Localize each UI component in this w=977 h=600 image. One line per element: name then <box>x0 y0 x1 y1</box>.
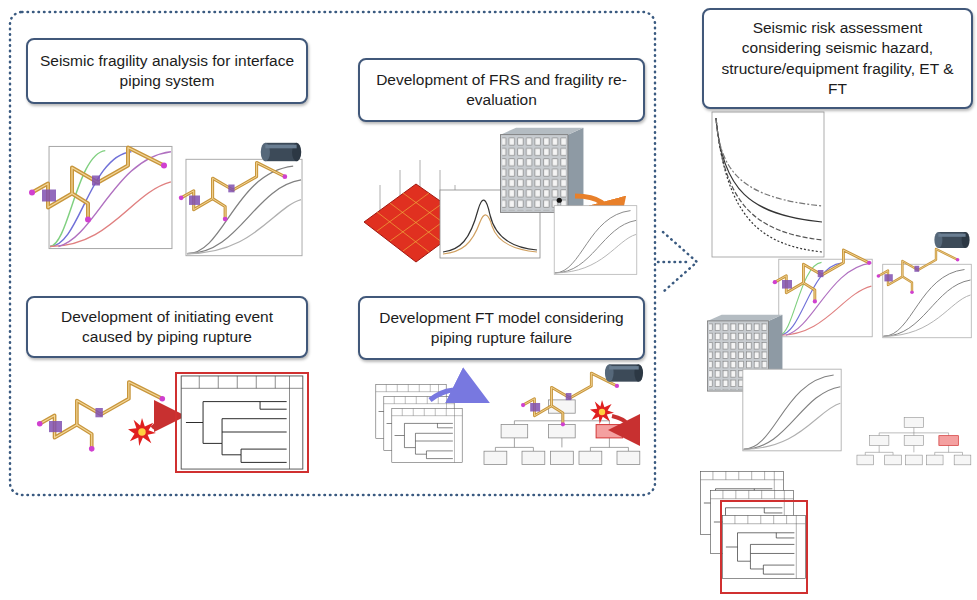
fragility-plot <box>779 259 872 337</box>
event-tree <box>723 515 806 578</box>
initiating-event-illustration <box>37 373 308 472</box>
fault-tree <box>484 400 640 465</box>
piping-model <box>521 373 619 426</box>
box-label: Seismic risk assessment considering seis… <box>714 18 961 99</box>
document-page <box>392 409 462 463</box>
process-box: Seismic fragility analysis for interface… <box>26 38 308 104</box>
process-box: Development FT model considering piping … <box>358 296 645 360</box>
fragility-plot <box>743 369 841 451</box>
piping-model <box>179 163 287 222</box>
red-arrow <box>612 416 628 430</box>
process-box: Development of FRS and fragility re-eval… <box>358 58 645 122</box>
process-box: Seismic risk assessment considering seis… <box>702 8 973 109</box>
dotted-region <box>10 12 655 495</box>
fault-tree <box>857 418 971 465</box>
tank <box>605 364 643 381</box>
hazard-curve-plot <box>712 112 824 257</box>
box-label: Seismic fragility analysis for interface… <box>38 51 296 91</box>
tank <box>934 232 969 248</box>
process-box: Development of initiating event caused b… <box>26 296 308 358</box>
tank <box>261 143 301 161</box>
piping-model <box>877 249 960 294</box>
red-arrow <box>152 416 170 428</box>
risk-assessment-illustration <box>701 112 972 593</box>
piping-model <box>29 148 167 223</box>
box-label: Development of initiating event caused b… <box>38 307 296 347</box>
piping-fragility-illustration <box>29 143 302 256</box>
rupture-star <box>590 400 614 424</box>
dotted-arrow <box>658 232 697 292</box>
highlight-frame <box>176 373 308 472</box>
fragility-plot <box>186 159 302 255</box>
blue-arrow <box>430 390 472 400</box>
fragility-plot <box>883 264 972 338</box>
fault-tree-illustration <box>376 364 643 464</box>
fragility-plot <box>554 206 637 275</box>
rupture-star <box>128 418 156 446</box>
cabinet <box>501 128 584 213</box>
piping-model <box>773 250 872 304</box>
highlight-frame <box>721 501 807 593</box>
frs-illustration <box>364 128 637 275</box>
piping-model <box>37 382 165 452</box>
event-tree <box>181 376 303 469</box>
box-label: Development of FRS and fragility re-eval… <box>370 70 633 110</box>
box-label: Development FT model considering piping … <box>370 308 633 348</box>
